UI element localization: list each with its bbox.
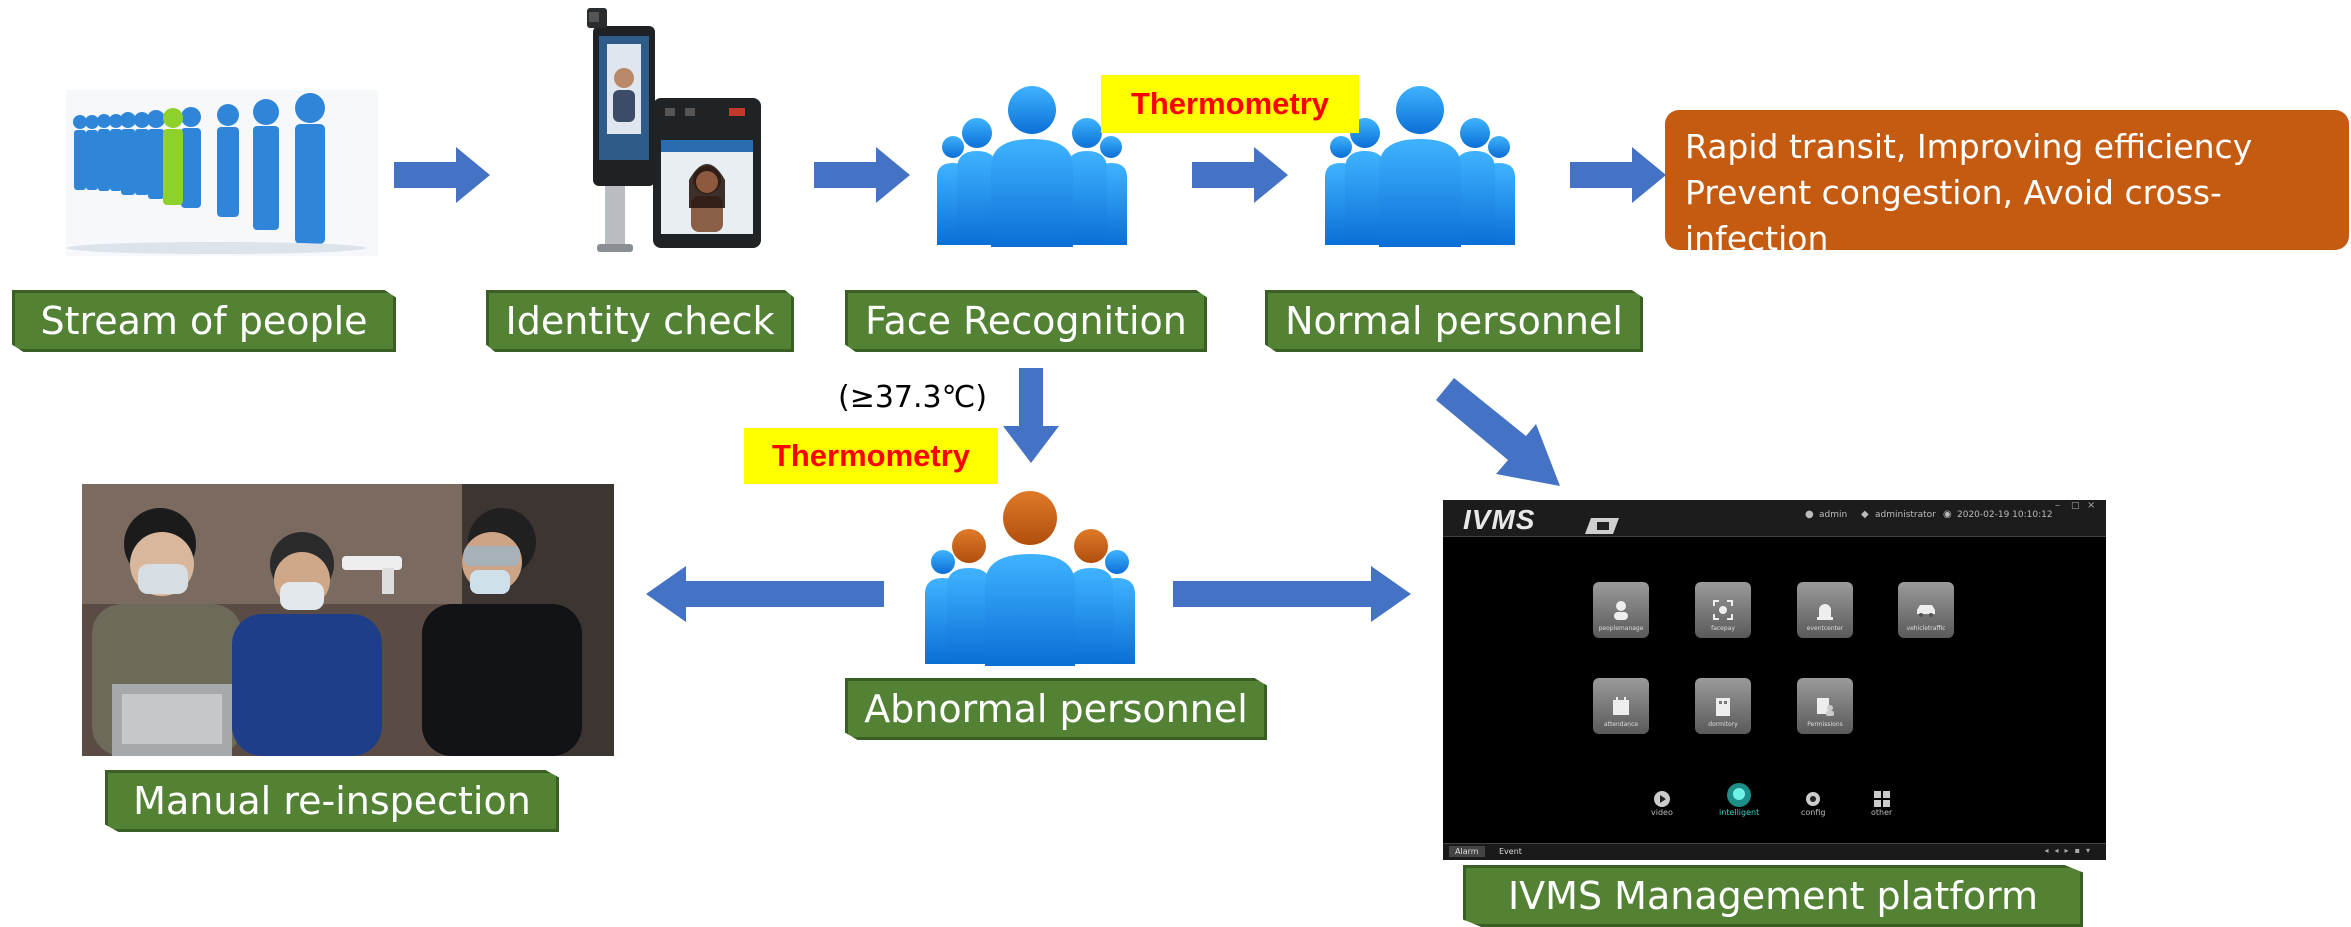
label-normal-personnel: Normal personnel [1265,290,1643,352]
tile-label: eventcenter [1806,625,1844,632]
calendar-icon [1613,697,1629,715]
intelligent-icon [1727,783,1752,807]
alarm-light-icon [1817,604,1833,620]
tile-label: vehicletraffic [1906,625,1946,632]
result-box: Rapid transit, Improving efficiency Prev… [1665,110,2349,258]
nav-label: other [1871,808,1893,817]
stream-of-people-image [66,90,378,256]
person-icon [1614,601,1628,620]
nav-label: video [1651,808,1673,817]
nav-video[interactable]: video [1651,790,1673,817]
ivms-role: administrator [1875,510,1936,520]
permissions-icon [1817,698,1834,716]
face-scan-icon [1713,600,1733,620]
arrow-right [814,147,910,203]
building-icon [1716,698,1730,716]
tile-label: dormitory [1708,721,1738,728]
ivms-logo: IVMS [1463,504,1536,535]
grid-icon [1873,791,1890,807]
shield-icon: ◆ [1861,509,1869,520]
tab-alarm[interactable]: Alarm [1449,846,1485,857]
clock-icon: ◉ [1943,509,1952,520]
manual-reinspection-photo [82,484,614,756]
normal-personnel-people-icon [1325,86,1515,247]
close-icon[interactable]: × [2087,500,2096,511]
tile-facepay[interactable]: facepay [1695,582,1751,638]
arrow-down [1003,368,1059,463]
arrow-diagonal [1436,378,1560,486]
nav-label: intelligent [1719,808,1760,817]
tile-permissions[interactable]: Permissions [1797,678,1853,734]
ivms-titlebar: IVMS ● admin ◆ administrator ◉ 2020-02-1… [1443,500,2106,537]
ivms-datetime: 2020-02-19 10:10:12 [1957,510,2053,520]
nav-label: config [1801,808,1826,817]
gear-icon [1806,792,1821,806]
face-recognition-people-icon [937,86,1127,247]
result-line-2: Prevent congestion, Avoid cross-infectio… [1685,173,2222,258]
car-icon [1917,605,1935,617]
identity-check-device-image [587,8,761,252]
thermometry-text: Thermometry [771,438,971,473]
abnormal-personnel-people-icon [925,491,1135,666]
label-manual-reinspection: Manual re-inspection [105,770,559,832]
tile-label: Permissions [1807,721,1843,728]
play-icon [1653,791,1670,807]
temperature-threshold: (≥37.3℃) [838,380,988,415]
user-icon: ● [1805,509,1814,520]
label-ivms-platform: IVMS Management platform [1463,865,2083,927]
label-stream-of-people: Stream of people [12,290,396,352]
ivms-logo-emblem [1585,518,1619,534]
nav-other[interactable]: other [1871,790,1892,817]
arrow-right [1192,147,1288,203]
label-abnormal-personnel: Abnormal personnel [845,678,1267,740]
nav-intelligent[interactable]: intelligent [1719,782,1759,817]
nav-config[interactable]: config [1801,790,1825,817]
result-line-1: Rapid transit, Improving efficiency [1685,127,2253,166]
tile-vehicletraffic[interactable]: vehicletraffic [1898,582,1954,638]
arrow-left [646,566,884,622]
ivms-screenshot: IVMS ● admin ◆ administrator ◉ 2020-02-1… [1443,500,2106,860]
arrow-right [1570,147,1666,203]
tile-dormitory[interactable]: dormitory [1695,678,1751,734]
maximize-icon[interactable]: □ [2071,501,2080,511]
tile-label: facepay [1711,625,1735,632]
tile-label: attendance [1603,721,1639,728]
tile-attendance[interactable]: attendance [1593,678,1649,734]
tab-event[interactable]: Event [1499,847,1522,856]
thermometry-tag-top: Thermometry [1101,75,1359,133]
tile-eventcenter[interactable]: eventcenter [1797,582,1853,638]
tile-peoplemanage[interactable]: peoplemanage [1593,582,1649,638]
tile-label: peoplemanage [1598,625,1644,632]
ivms-statusbar: Alarm Event ◂◂▸▪▾ [1443,843,2106,860]
arrow-right [1173,566,1411,622]
thermometry-text: Thermometry [1130,86,1330,121]
ivms-user: admin [1819,510,1848,520]
status-icons: ◂◂▸▪▾ [2044,846,2096,855]
label-face-recognition: Face Recognition [845,290,1207,352]
minimize-icon[interactable]: – [2055,500,2060,511]
thermometry-tag-mid: Thermometry [744,428,998,484]
label-identity-check: Identity check [486,290,794,352]
arrow-right [394,147,490,203]
